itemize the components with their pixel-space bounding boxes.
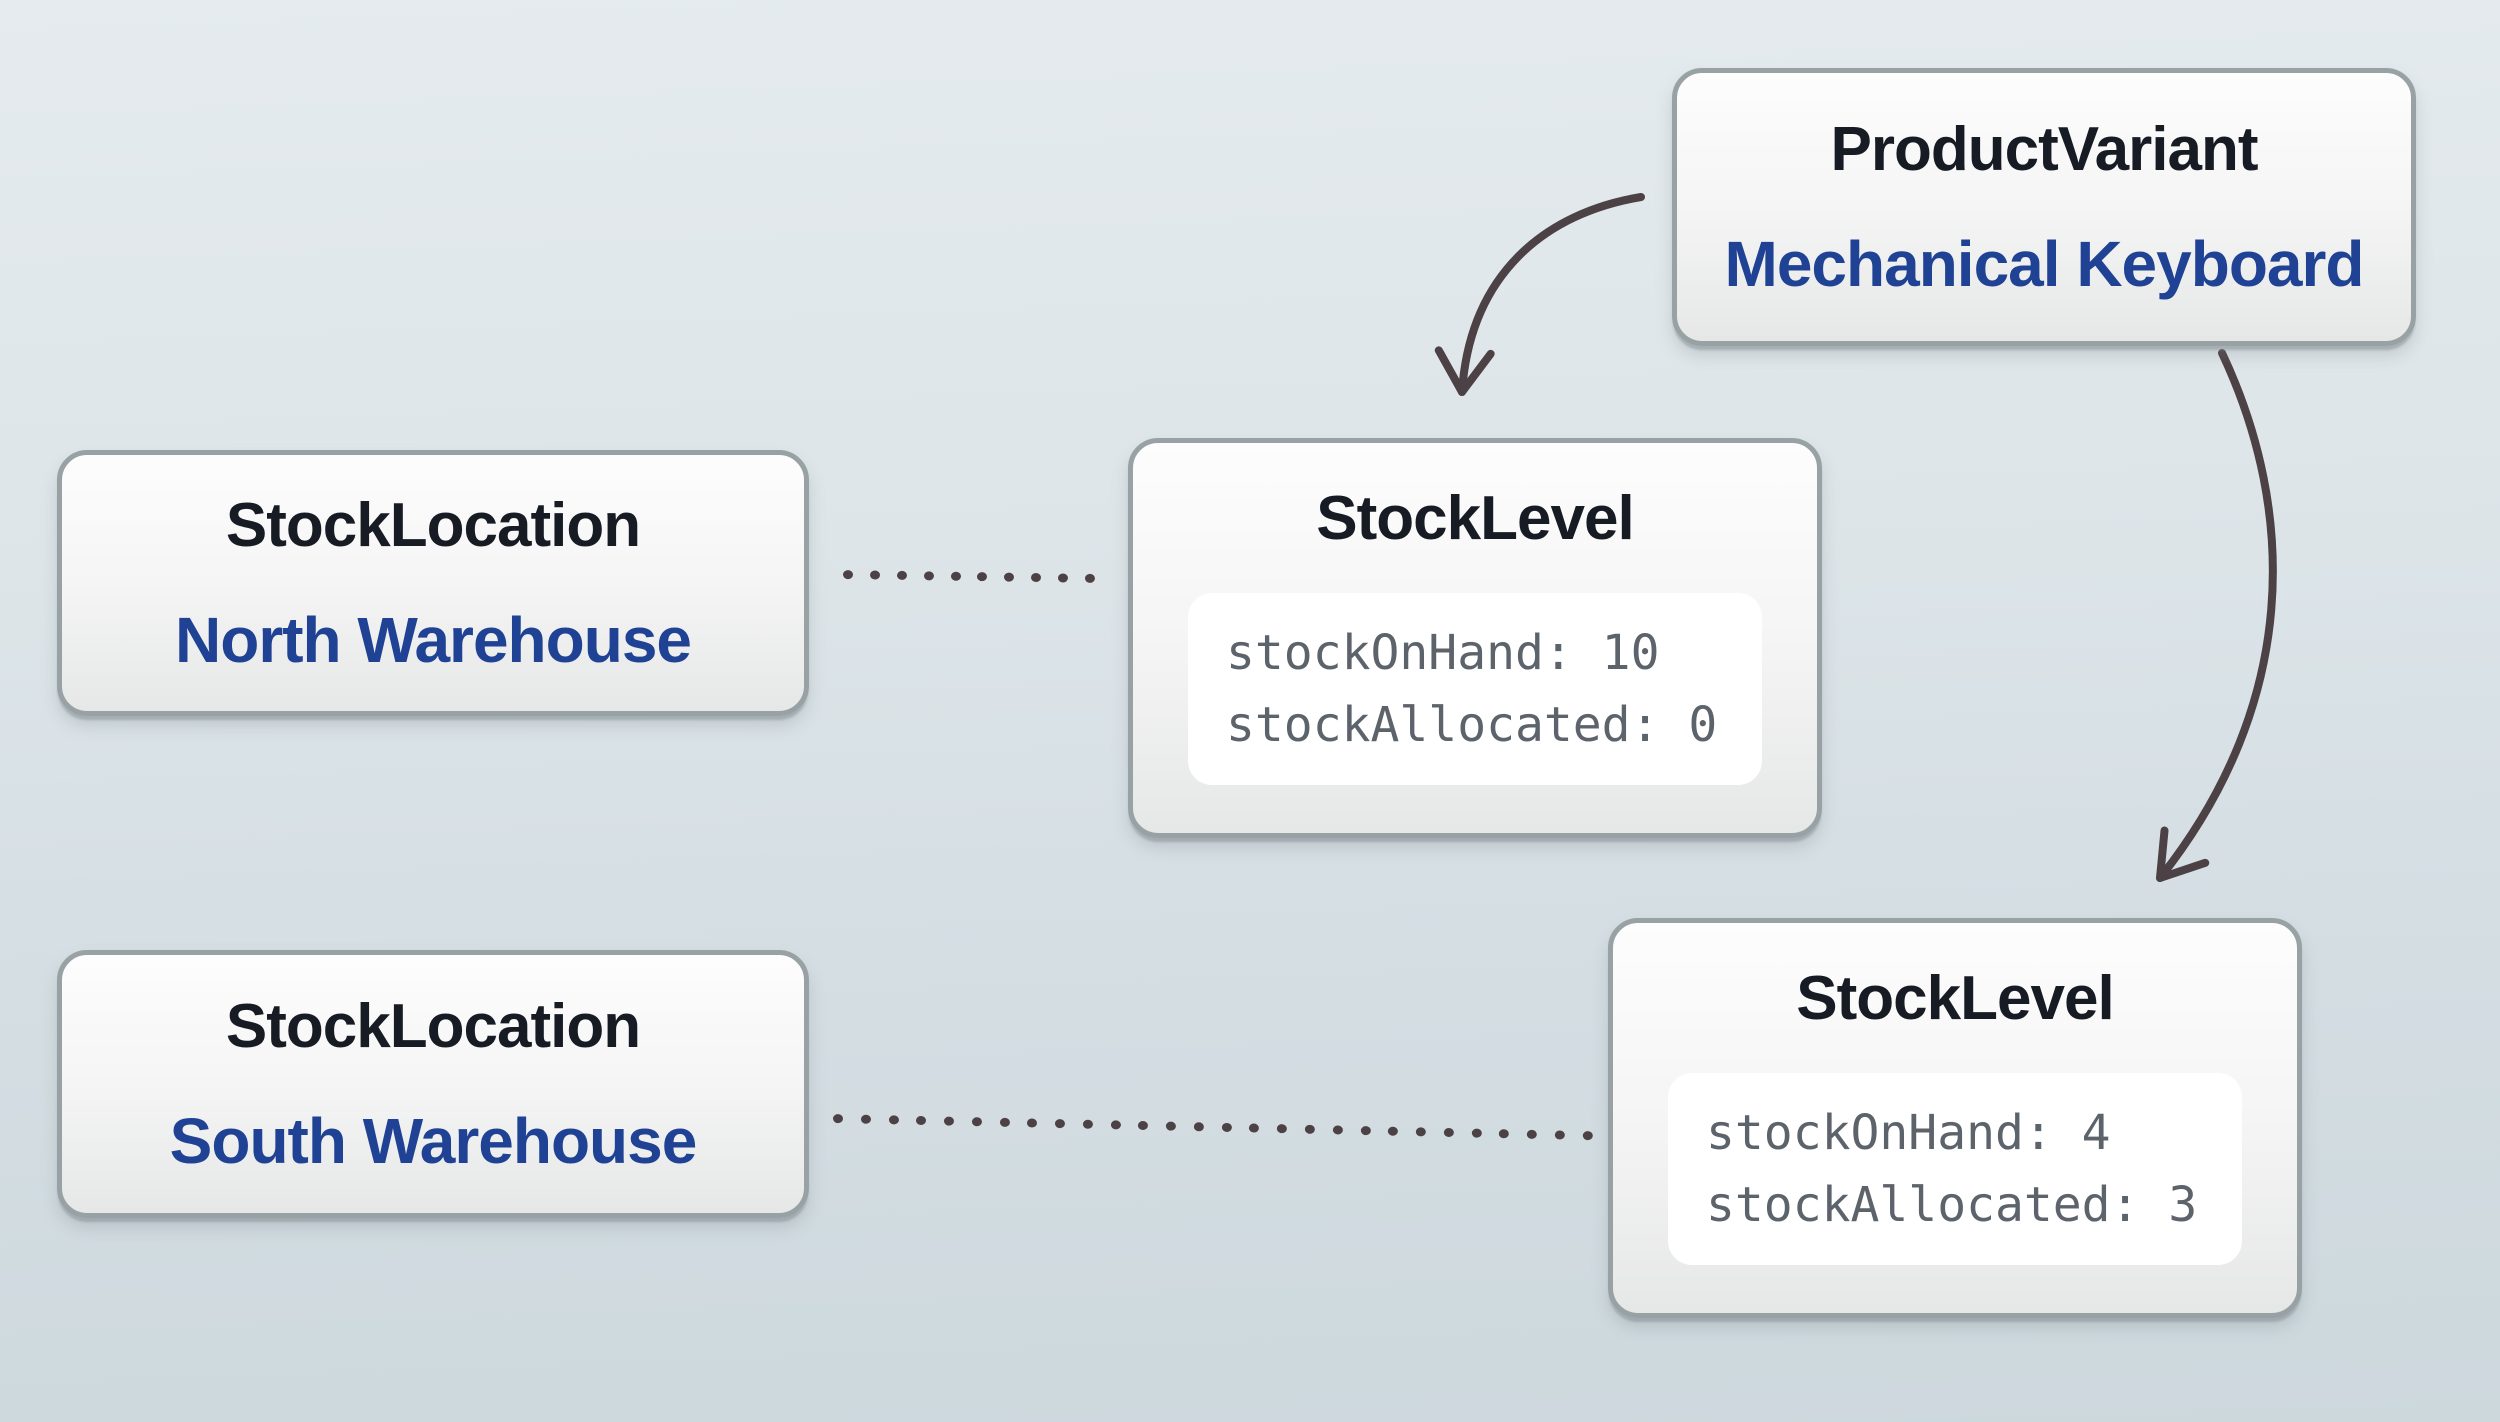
- entity-name-label: North Warehouse: [175, 604, 692, 676]
- stock-location-south-node: StockLocation South Warehouse: [57, 950, 809, 1218]
- entity-type-label: StockLocation: [225, 992, 641, 1061]
- entity-type-label: StockLevel: [1796, 964, 2114, 1033]
- stock-location-north-node: StockLocation North Warehouse: [57, 450, 809, 716]
- arrow-productvariant-to-stocklevel-north: [1434, 193, 1645, 396]
- entity-type-label: StockLocation: [225, 491, 641, 560]
- stock-level-south-node: StockLevel stockOnHand: 4 stockAllocated…: [1608, 918, 2302, 1318]
- stock-on-hand-field: stockOnHand: 10: [1226, 625, 1660, 681]
- dotted-connector-north: [842, 570, 1095, 583]
- stock-fields-card: stockOnHand: 10 stockAllocated: 0: [1188, 593, 1762, 785]
- entity-name-label: South Warehouse: [169, 1105, 698, 1177]
- stock-level-north-node: StockLevel stockOnHand: 10 stockAllocate…: [1128, 438, 1822, 838]
- arrow-productvariant-to-stocklevel-south: [2156, 349, 2277, 882]
- stock-allocated-field: stockAllocated: 0: [1226, 697, 1718, 753]
- stock-fields-card: stockOnHand: 4 stockAllocated: 3: [1668, 1073, 2242, 1265]
- stock-allocated-field: stockAllocated: 3: [1706, 1177, 2198, 1233]
- product-variant-node: ProductVariant Mechanical Keyboard: [1672, 68, 2416, 346]
- stock-on-hand-field: stockOnHand: 4: [1706, 1105, 2111, 1161]
- entity-type-label: StockLevel: [1316, 484, 1634, 553]
- dotted-connector-south: [832, 1114, 1593, 1141]
- entity-name-label: Mechanical Keyboard: [1724, 228, 2365, 300]
- entity-type-label: ProductVariant: [1830, 115, 2259, 184]
